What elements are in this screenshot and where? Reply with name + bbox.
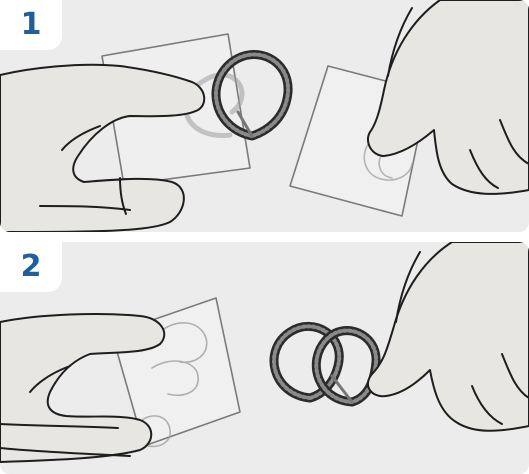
step-2-illustration [0,242,529,463]
left-gloved-hand-icon [0,63,206,232]
step-2-number: 2 [20,249,42,284]
right-gloved-hand-icon [367,242,529,432]
curved-wire-ring-icon [269,322,381,407]
curved-wire-ring-icon [211,50,293,141]
step-1-badge: 1 [0,0,62,50]
step-2-panel: 2 [0,242,529,474]
step-1-panel: 1 [0,0,529,232]
step-1-number: 1 [20,7,42,42]
right-gloved-hand-icon [366,0,529,195]
step-2-badge: 2 [0,242,62,292]
left-gloved-hand-icon [0,313,166,463]
step-1-illustration [0,0,529,232]
